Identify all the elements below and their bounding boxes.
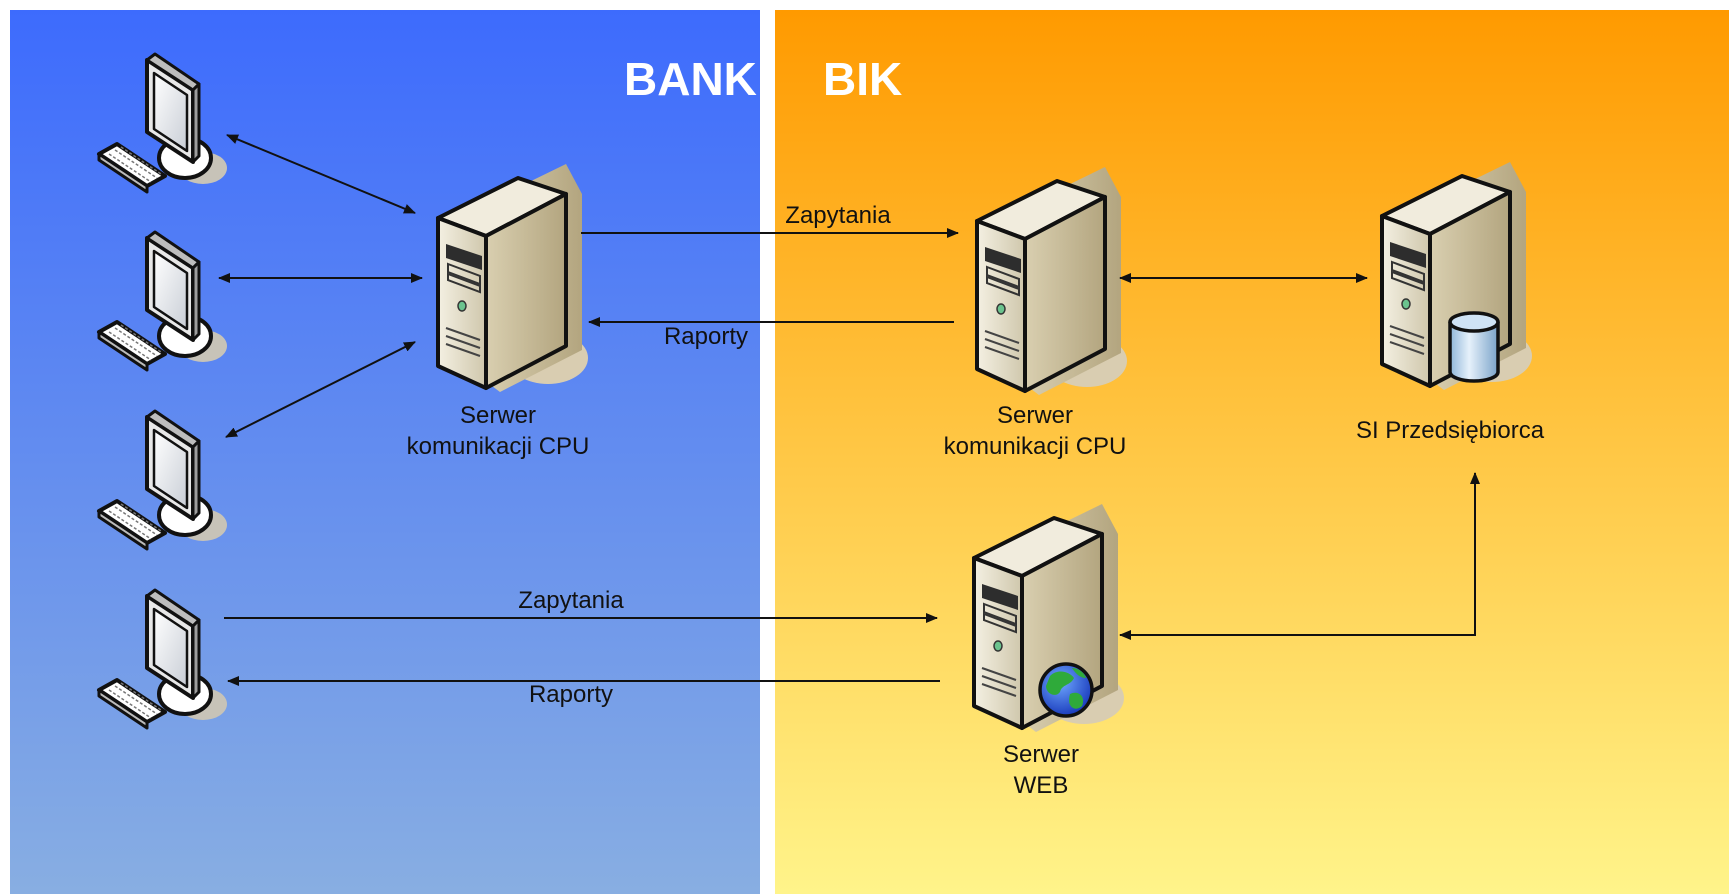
bank-panel [10,10,760,894]
link-ws3-bank-server [225,341,416,438]
top-report-label: Raporty [663,323,749,350]
bottom-request-label: Zapytania [518,587,624,614]
bik-title: BIK [823,53,903,105]
si-label-line1: SI Przedsiębiorca [1355,417,1545,444]
connectors [218,134,1480,686]
bank-server-label-line2: komunikacji CPU [406,433,590,461]
bank-server-label: Serwer komunikacji CPU [388,400,608,462]
bik-server-label: Serwer komunikacji CPU [925,400,1145,462]
globe-icon [1038,662,1094,718]
bik-server-label-line1: Serwer [996,402,1074,429]
database-icon [1448,311,1500,383]
web-server-label-line2: WEB [1013,772,1069,800]
bik-panel [775,10,1729,894]
web-server-label: Serwer WEB [966,739,1116,801]
bank-server-label-line1: Serwer [459,402,537,429]
bottom-report-label: Raporty [528,681,614,708]
top-request-label: Zapytania [785,202,891,229]
link-ws1-bank-server [226,134,416,214]
si-label: SI Przedsiębiorca [1340,415,1560,446]
bik-server-label-line2: komunikacji CPU [943,433,1127,461]
link-web-si [1119,472,1480,640]
web-server-label-line1: Serwer [1002,741,1080,768]
bank-title: BANK [624,53,757,105]
